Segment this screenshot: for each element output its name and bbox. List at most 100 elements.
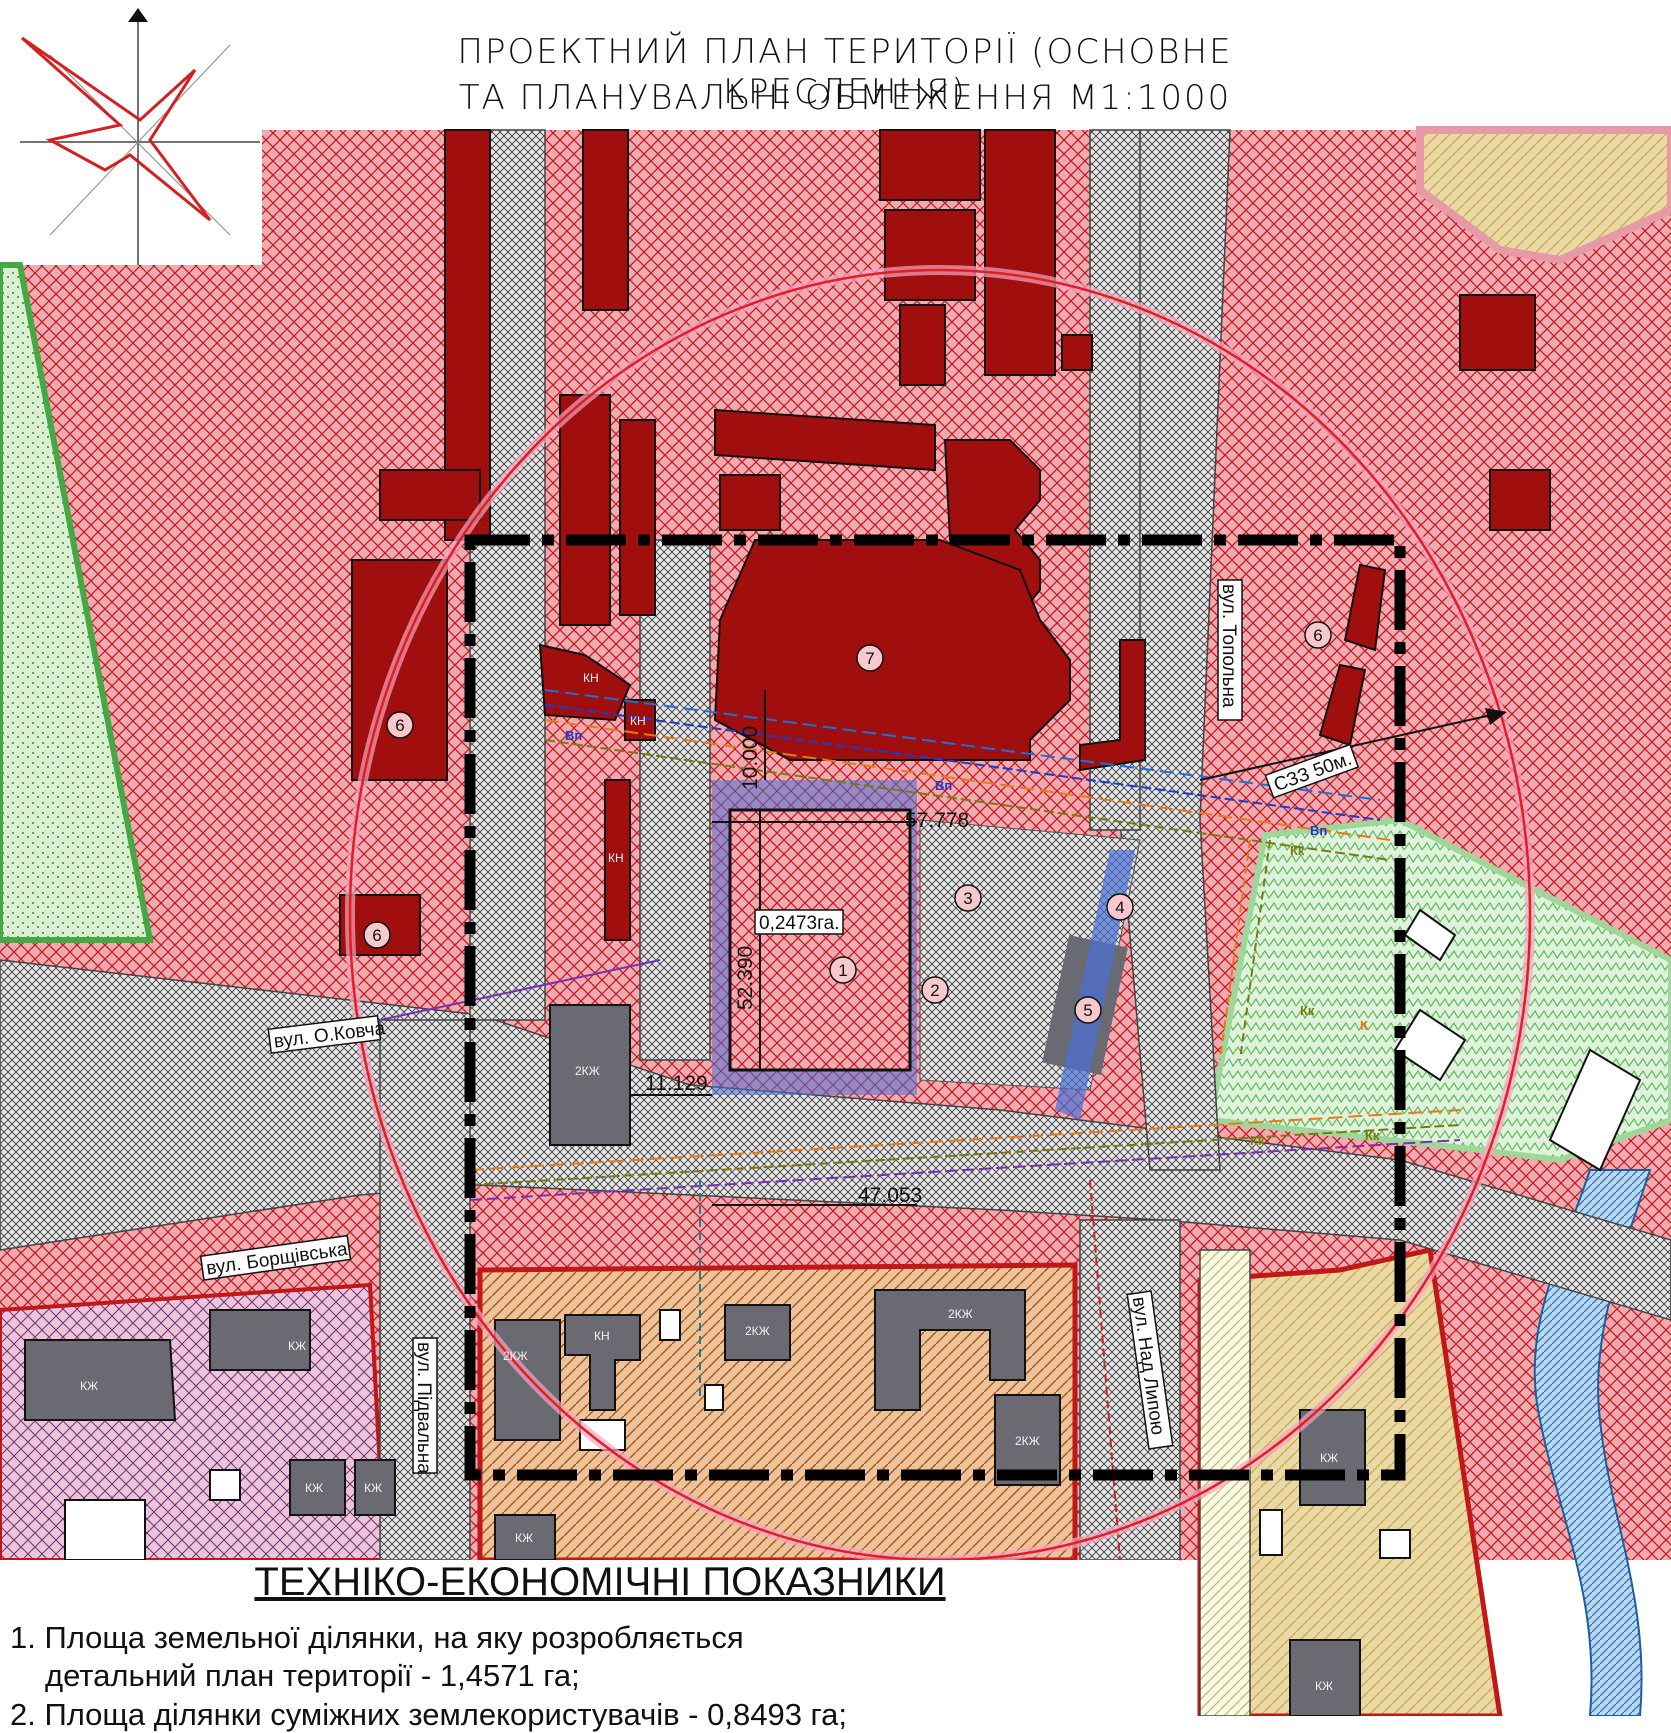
marker-number: 1 [838, 961, 847, 980]
marker-number: 6 [1313, 626, 1322, 645]
building-label-kzh: КЖ [364, 1481, 382, 1495]
building [379, 469, 481, 521]
housing-block [494, 1319, 561, 1441]
tep-item-1: 1. Площа земельної ділянки, на яку розро… [10, 1620, 744, 1655]
dim-label-47: 47.053 [858, 1184, 922, 1207]
utility-label-vp: Вп [1310, 823, 1327, 838]
garage [704, 1384, 724, 1411]
building [1343, 563, 1387, 652]
building [879, 129, 981, 201]
marker-number: 3 [963, 889, 972, 908]
map-title-line-1: ПРОЕКТНИЙ ПЛАН ТЕРИТОРІЇ (ОСНОВНЕ КРЕСЛЕ… [457, 32, 1233, 112]
building [1079, 639, 1146, 772]
power-line [469, 1139, 1461, 1201]
building-label-2kzh: 2КЖ [1015, 1434, 1040, 1448]
szz-arrow-head [1485, 708, 1507, 725]
marker-number: 6 [372, 926, 381, 945]
marker-number: 4 [1115, 898, 1124, 917]
marker-5: 5 [1074, 996, 1102, 1024]
marker-number: 2 [930, 981, 939, 1000]
marker-number: 6 [395, 716, 404, 735]
marker-3: 3 [954, 884, 982, 912]
sewer-line [544, 719, 1391, 841]
building-label-2kzh: 2КЖ [948, 1307, 973, 1321]
housing-block [289, 1459, 346, 1516]
marker-circle [1304, 621, 1332, 649]
building [884, 209, 976, 301]
tep-item-2: 2. Площа ділянки суміжних землекористува… [10, 1697, 848, 1732]
building-label-2kzh: 2КЖ [575, 1064, 600, 1078]
sewer-line [469, 1124, 1461, 1186]
green-zone-right [1206, 816, 1671, 1164]
utility-label-k: К [1360, 1018, 1368, 1033]
building-label-kn: КН [583, 671, 599, 685]
garage [1548, 1048, 1642, 1172]
building-label-kzh: КЖ [288, 1339, 306, 1353]
map-title-line-2: ТА ПЛАНУВАЛЬНІ ОБМЕЖЕННЯ М1:1000 [458, 78, 1232, 118]
wind-rose [21, 36, 212, 222]
stream [1533, 1169, 1652, 1716]
utility-label-kk: Кк [1300, 1003, 1315, 1018]
water-pipe-line [544, 689, 1381, 801]
street-label-box [412, 1337, 438, 1474]
marker-circle [1106, 893, 1134, 921]
building [582, 129, 629, 311]
garages [64, 908, 1642, 1561]
housing-block [209, 1309, 311, 1371]
building-label-kn: КН [630, 714, 646, 728]
garage [1379, 1529, 1411, 1559]
purple-zone-southwest [0, 1282, 388, 1562]
marker-1: 1 [829, 956, 857, 984]
street-label-box [267, 1014, 382, 1054]
existing-housing [24, 1004, 1366, 1716]
building-label-kzh: КЖ [1315, 1679, 1333, 1693]
sewer-line [544, 739, 1391, 861]
gas-line [1219, 839, 1251, 1061]
project-territory-boundary [464, 534, 1406, 1481]
marker-6: 6 [386, 711, 414, 739]
building [899, 304, 946, 386]
marker-number: 5 [1083, 1001, 1092, 1020]
dim-label-11: 11.129 [645, 1072, 708, 1095]
marker-circle [829, 956, 857, 984]
dimension-lines [630, 690, 917, 1206]
building [538, 643, 632, 722]
building [719, 474, 781, 531]
building-label-kn: КН [608, 851, 624, 865]
building-label-kzh: КЖ [80, 1379, 98, 1393]
compass-rose [20, 8, 260, 265]
building-label-kzh: КЖ [305, 1481, 323, 1495]
building-label-kzh: КЖ [515, 1531, 533, 1545]
red-line [1089, 1179, 1121, 1561]
street-label-topolna: вул. Топольна [1217, 579, 1243, 721]
housing-block [874, 1289, 1026, 1411]
street-label-box [199, 1234, 352, 1281]
marker-circle [363, 921, 391, 949]
marker-2: 2 [921, 976, 949, 1004]
building [559, 394, 611, 626]
building [984, 129, 1056, 376]
area-label: 0,2473га. [759, 913, 839, 934]
green-zone-left [0, 262, 154, 943]
garage [64, 1499, 146, 1561]
map-clip-white-corner [0, 130, 262, 265]
housing-block [564, 1314, 641, 1411]
marker-circle [386, 711, 414, 739]
dim-label-57: 57.778 [905, 809, 969, 832]
building [1459, 294, 1536, 371]
marker-6: 6 [363, 921, 391, 949]
utility-label-vp: Вп [565, 728, 582, 743]
garage [1259, 1509, 1283, 1556]
building-label-2kzh: 2КЖ [745, 1324, 770, 1338]
marker-7: 7 [856, 644, 884, 672]
building [604, 779, 631, 941]
dim-label-10: 10.000 [739, 726, 762, 790]
garage [659, 1309, 681, 1341]
street-label-pidvalna: вул. Підвальна [412, 1337, 438, 1474]
marker-circle [856, 644, 884, 672]
marker-circle [1074, 996, 1102, 1024]
housing-block [354, 1459, 396, 1516]
street-label-text: вул. Підвальна [413, 1342, 434, 1474]
building [619, 419, 656, 616]
